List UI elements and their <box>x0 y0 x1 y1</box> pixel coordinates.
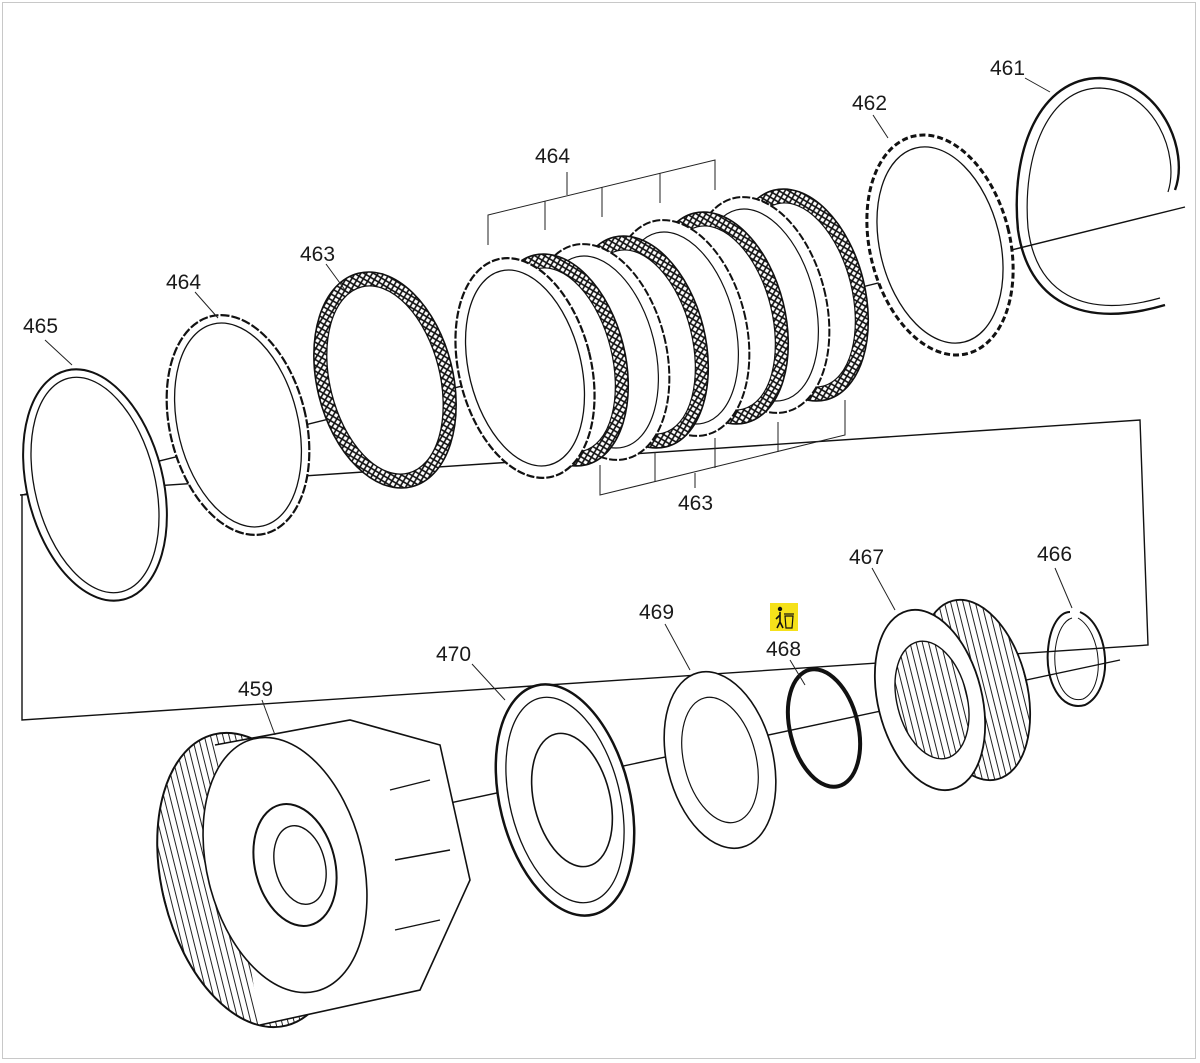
axis-connector-box <box>19 419 1149 721</box>
leader-467 <box>871 567 896 611</box>
leader-466 <box>1054 567 1073 609</box>
label-462: 462 <box>852 92 887 115</box>
label-467: 467 <box>849 546 884 569</box>
bracket-464-top <box>487 159 716 245</box>
part-469-spring-assembly <box>663 670 777 850</box>
leader-463-top <box>325 263 346 291</box>
label-469: 469 <box>639 601 674 624</box>
label-466: 466 <box>1037 543 1072 566</box>
clutch-pack-stack <box>454 188 870 479</box>
label-463-bottom: 463 <box>678 492 713 515</box>
leader-469 <box>664 623 691 671</box>
part-461-snap-ring <box>1015 76 1180 315</box>
part-467-clutch-hub <box>873 598 1032 792</box>
leader-470 <box>471 663 506 701</box>
label-470: 470 <box>436 643 471 666</box>
part-466-snap-ring <box>1046 611 1106 707</box>
part-464-steel-plate <box>165 313 311 537</box>
part-468-seal-ring <box>785 667 863 789</box>
part-465-steel-plate <box>22 368 168 602</box>
bracket-463-bottom <box>599 400 846 496</box>
leader-464-left <box>194 291 219 319</box>
label-464-top: 464 <box>535 145 570 168</box>
label-461: 461 <box>990 57 1025 80</box>
leader-459 <box>261 699 276 736</box>
part-462-pressure-plate <box>865 133 1015 357</box>
part-470-piston <box>494 683 636 917</box>
label-468: 468 <box>766 638 801 661</box>
leader-465 <box>44 339 73 366</box>
part-459-clutch-housing <box>156 719 471 1029</box>
label-463-top: 463 <box>300 243 335 266</box>
part-463-friction-plate <box>313 271 457 489</box>
leader-462 <box>872 114 889 139</box>
label-465: 465 <box>23 315 58 338</box>
leader-468 <box>789 659 806 686</box>
label-459: 459 <box>238 678 273 701</box>
leader-461 <box>1024 77 1051 93</box>
dispose-trash-icon <box>770 603 798 631</box>
label-464-left: 464 <box>166 271 201 294</box>
